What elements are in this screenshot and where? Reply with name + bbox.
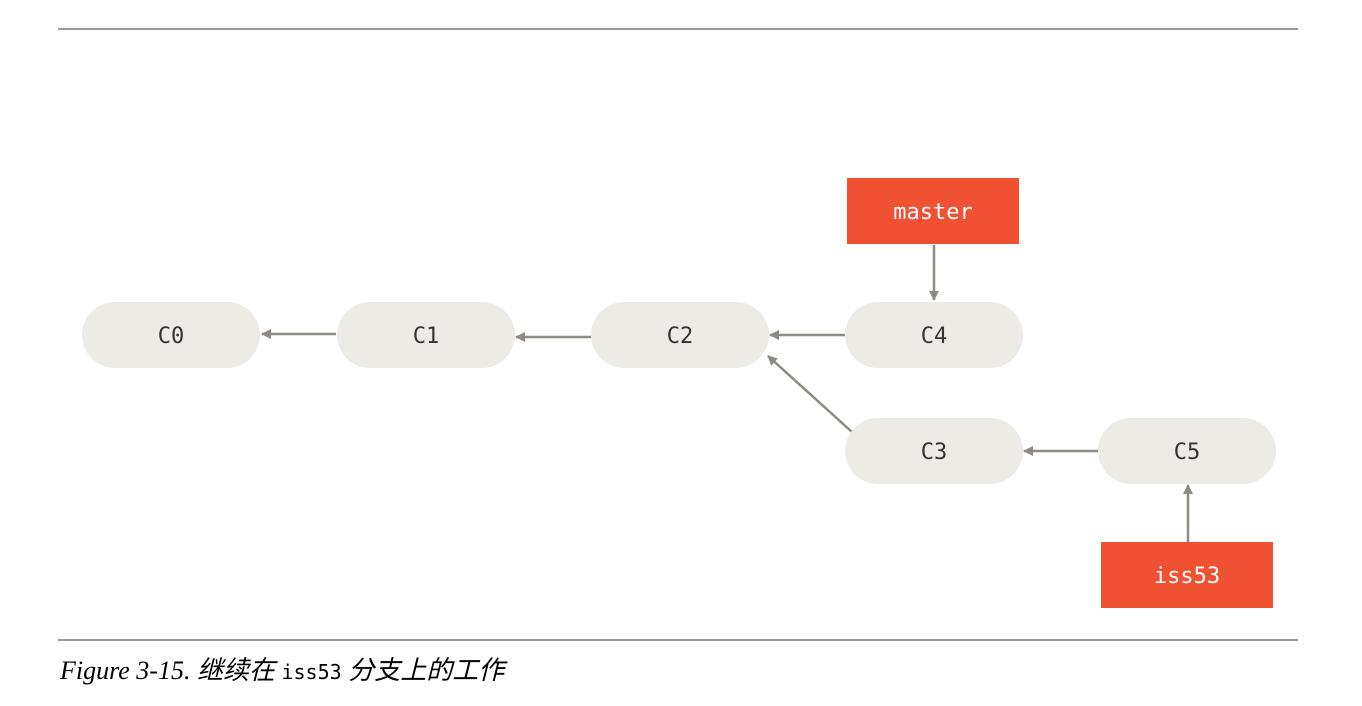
branch-iss53: iss53 <box>1101 542 1273 608</box>
edge-c3-c2 <box>767 355 853 433</box>
branch-master: master <box>847 178 1019 244</box>
caption-prefix: Figure 3-15. 继续在 <box>60 656 282 685</box>
commit-c0-label: C0 <box>158 324 185 349</box>
caption-code: iss53 <box>281 660 342 684</box>
commit-c3-label: C3 <box>921 440 948 465</box>
caption-suffix: 分支上的工作 <box>341 656 505 685</box>
commit-c2: C2 <box>591 302 769 368</box>
branch-iss53-label: iss53 <box>1154 564 1220 589</box>
commit-c3: C3 <box>845 418 1023 484</box>
commit-c5: C5 <box>1098 418 1276 484</box>
commit-c5-label: C5 <box>1174 440 1201 465</box>
commit-c1-label: C1 <box>413 324 440 349</box>
top-divider <box>58 28 1298 30</box>
figure-caption: Figure 3-15. 继续在 iss53 分支上的工作 <box>60 650 504 687</box>
commit-c4: C4 <box>845 302 1023 368</box>
commit-c0: C0 <box>82 302 260 368</box>
commit-c1: C1 <box>337 302 515 368</box>
commit-c4-label: C4 <box>921 324 948 349</box>
bottom-divider <box>58 639 1298 641</box>
commit-c2-label: C2 <box>667 324 694 349</box>
branch-master-label: master <box>893 200 972 225</box>
